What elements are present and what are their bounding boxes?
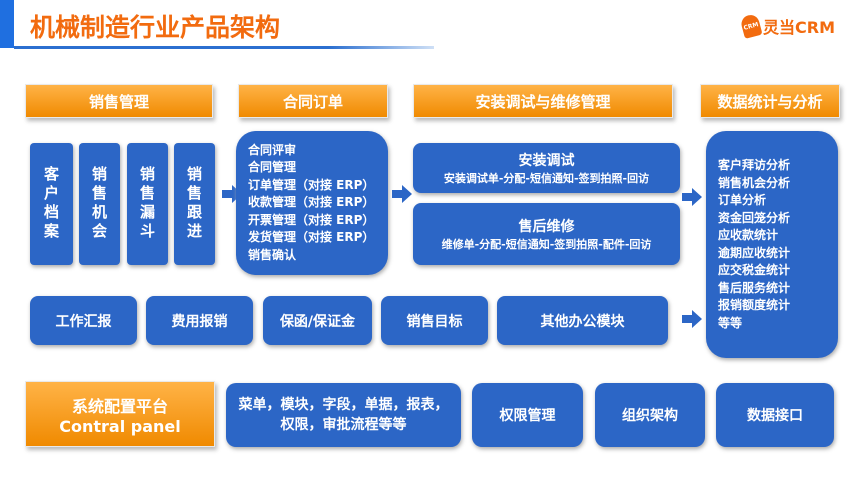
header-sales: 销售管理 [25, 84, 213, 118]
page-title: 机械制造行业产品架构 [30, 13, 281, 42]
contract-item: 合同评审 [248, 142, 297, 157]
bell-logo-icon: CRM [739, 13, 763, 39]
data-item: 销售机会分析 [718, 175, 791, 190]
header-install: 安装调试与维修管理 [413, 84, 673, 118]
data-item: 应收款统计 [718, 228, 779, 242]
system-item: 组织架构 [595, 383, 705, 447]
header-contract: 合同订单 [238, 84, 388, 118]
data-item: 售后服务统计 [718, 280, 791, 295]
office-item: 销售目标 [381, 296, 488, 345]
office-item: 保函/保证金 [263, 296, 372, 345]
data-item: 等等 [718, 315, 743, 330]
contract-item: 销售确认 [248, 247, 297, 262]
arrow-right-icon [682, 310, 702, 328]
data-item: 资金回笼分析 [718, 210, 791, 225]
office-item: 工作汇报 [30, 296, 137, 345]
repair-title: 售后维修 [518, 219, 575, 235]
contract-item: 订单管理（对接 ERP） [248, 177, 375, 192]
data-box: 客户拜访分析 销售机会分析 订单分析 资金回笼分析 应收款统计 逾期应收统计 应… [706, 131, 838, 358]
office-item: 费用报销 [146, 296, 253, 345]
sales-item: 客户档案 [30, 143, 73, 265]
data-item: 订单分析 [718, 193, 767, 207]
title-underline [14, 46, 434, 49]
contract-item: 发货管理（对接 ERP） [248, 230, 375, 245]
system-title: 系统配置平台 [71, 396, 168, 416]
repair-desc: 维修单-分配-短信通知-签到拍照-配件-回访 [441, 238, 652, 251]
contract-item: 合同管理 [248, 160, 297, 175]
install-box: 安装调试 安装调试单-分配-短信通知-签到拍照-回访 [413, 143, 680, 193]
title-accent-bar [0, 0, 14, 48]
config-items: 菜单，模块，字段，单据，报表，权限，审批流程等等 [226, 383, 461, 447]
sales-item: 销售跟进 [174, 143, 215, 265]
contract-item: 收款管理（对接 ERP） [248, 195, 375, 210]
sales-item: 销售机会 [79, 143, 120, 265]
sales-item: 销售漏斗 [127, 143, 168, 265]
data-item: 应交税金统计 [718, 263, 791, 277]
repair-box: 售后维修 维修单-分配-短信通知-签到拍照-配件-回访 [413, 203, 680, 265]
data-item: 报销额度统计 [718, 298, 791, 312]
install-title: 安装调试 [518, 153, 575, 169]
system-config-platform: 系统配置平台 Contral panel [25, 381, 215, 447]
system-item: 权限管理 [472, 383, 583, 447]
system-item: 数据接口 [716, 383, 834, 447]
data-item: 客户拜访分析 [718, 158, 791, 172]
header-data: 数据统计与分析 [700, 84, 840, 118]
install-desc: 安装调试单-分配-短信通知-签到拍照-回访 [443, 172, 650, 185]
logo-text: 灵当CRM [763, 18, 835, 37]
contract-box: 合同评审 合同管理 订单管理（对接 ERP） 收款管理（对接 ERP） 开票管理… [236, 131, 388, 275]
arrow-right-icon [392, 185, 412, 203]
office-item: 其他办公模块 [497, 296, 668, 345]
contract-item: 开票管理（对接 ERP） [248, 212, 375, 227]
arrow-right-icon [682, 188, 702, 206]
system-subtitle: Contral panel [59, 416, 181, 436]
data-item: 逾期应收统计 [718, 245, 791, 260]
